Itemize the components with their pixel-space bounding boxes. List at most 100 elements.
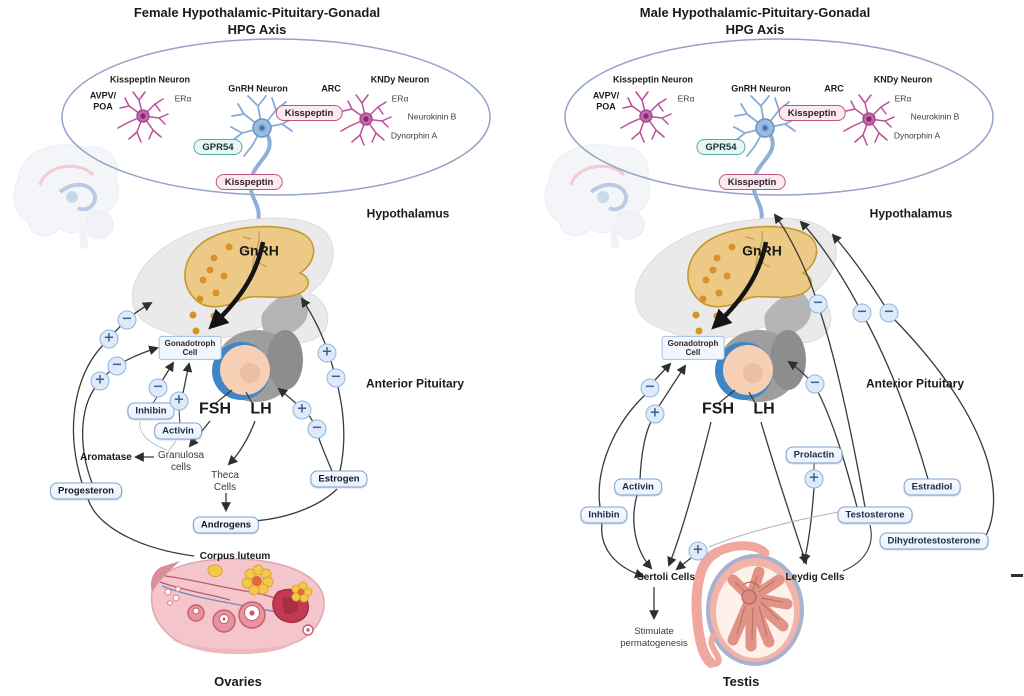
kisspeptin-output-pill: Kisspeptin (718, 174, 786, 190)
kisspeptin-neuron-label: Kisspeptin Neuron (109, 74, 191, 85)
gonadotroph-line1: Gonadotroph (164, 338, 216, 348)
gonadotroph-line1: Gonadotroph (667, 338, 719, 348)
minus-sign: − (640, 378, 660, 398)
gnrh-neuron-label: GnRH Neuron (731, 83, 791, 94)
hypothalamus-pituitary-art (131, 217, 334, 402)
kisspeptin-pill: Kisspeptin (778, 105, 846, 121)
gpr54-pill: GPR54 (696, 139, 746, 155)
female-arrows (72, 241, 345, 557)
kisspeptin-output-pill: Kisspeptin (215, 174, 283, 190)
testis-label: Testis (722, 674, 760, 690)
plus-sign: + (317, 343, 337, 363)
brain-icon (13, 144, 120, 250)
gonadotroph-line2: Cell (182, 348, 198, 357)
dynorphin-a-label: Dynorphin A (893, 130, 941, 141)
plus-sign: + (169, 391, 189, 411)
activin-tag: Activin (614, 478, 662, 496)
arc-label: ARC (824, 83, 844, 94)
anterior-pituitary-label: Anterior Pituitary (865, 376, 965, 391)
estrogen-tag: Estrogen (310, 470, 368, 488)
gonadotroph-cell-box: Gonadotroph Cell (158, 335, 222, 361)
hypothalamus-ellipse (61, 38, 491, 196)
panel-male: Male Hypothalamic-Pituitary-Gonadal HPG … (503, 0, 1024, 696)
fsh-label: FSH (199, 400, 231, 418)
hypothalamus-ellipse (564, 38, 994, 196)
theca-label-line2: Cells (213, 481, 237, 493)
inhibin-tag: Inhibin (127, 402, 175, 420)
progesteron-tag: Progesteron (50, 482, 122, 500)
plus-sign: + (99, 329, 119, 349)
minus-sign: − (107, 356, 127, 376)
arc-label: ARC (321, 83, 341, 94)
hypothalamus-label: Hypothalamus (366, 206, 450, 221)
fsh-label: FSH (702, 400, 734, 418)
ovary-illustration (150, 558, 325, 655)
kisspeptin-neuron-icon (117, 91, 169, 143)
panel-title-line2: HPG Axis (725, 22, 785, 38)
female-art (13, 38, 491, 655)
anterior-pituitary-label: Anterior Pituitary (365, 376, 465, 391)
hypothalamus-label: Hypothalamus (869, 206, 953, 221)
poa-label: POA (596, 101, 616, 112)
dihydrotestosterone-tag: Dihydrotestosterone (879, 532, 989, 550)
er-alpha-left-label: ERα (174, 93, 192, 104)
ovaries-label: Ovaries (214, 674, 262, 690)
kisspeptin-pill: Kisspeptin (275, 105, 343, 121)
minus-sign: − (879, 303, 899, 323)
activin-tag: Activin (154, 422, 202, 440)
gpr54-pill: GPR54 (193, 139, 243, 155)
lh-label: LH (753, 400, 775, 418)
brain-icon (544, 144, 651, 250)
er-alpha-left-label: ERα (677, 93, 695, 104)
kndy-neuron-label: KNDy Neuron (370, 74, 430, 85)
granulosa-label-line1: Granulosa (157, 449, 205, 461)
gnrh-label: GnRH (239, 242, 279, 259)
avpv-label: AVPV/ (89, 90, 117, 101)
theca-label-line1: Theca (211, 469, 239, 481)
panel-title-line1: Female Hypothalamic-Pituitary-Gonadal (133, 5, 381, 21)
testis-illustration (691, 541, 804, 668)
neurokinin-b-label: Neurokinin B (910, 111, 960, 122)
minus-sign: − (307, 419, 327, 439)
lh-label: LH (250, 400, 272, 418)
gnrh-label: GnRH (742, 242, 782, 259)
minus-sign: − (117, 310, 137, 330)
kndy-neuron-icon (340, 94, 392, 146)
inhibin-tag: Inhibin (580, 506, 628, 524)
estradiol-tag: Estradiol (903, 478, 961, 496)
leydig-cells-label: Leydig Cells (785, 571, 845, 583)
androgens-tag: Androgens (192, 516, 260, 534)
gnrh-granules (692, 243, 736, 335)
corpus-luteum-icon (207, 564, 313, 603)
minus-sign: − (148, 378, 168, 398)
granulosa-label-line2: cells (170, 461, 192, 473)
poa-label: POA (93, 101, 113, 112)
prolactin-tag: Prolactin (785, 446, 843, 464)
aromatase-label: Aromatase (80, 451, 132, 463)
kisspeptin-neuron-icon (620, 91, 672, 143)
kndy-neuron-label: KNDy Neuron (873, 74, 933, 85)
minus-sign: − (326, 368, 346, 388)
minus-sign: − (852, 303, 872, 323)
panel-title-line1: Male Hypothalamic-Pituitary-Gonadal (639, 5, 871, 21)
kisspeptin-neuron-label: Kisspeptin Neuron (612, 74, 694, 85)
stimulate-label-line1: Stimulate (634, 626, 674, 638)
plus-sign: + (688, 541, 708, 561)
er-alpha-right-label: ERα (391, 93, 409, 104)
panel-title-line2: HPG Axis (227, 22, 287, 38)
minus-sign: − (808, 294, 828, 314)
dynorphin-a-label: Dynorphin A (390, 130, 438, 141)
kndy-neuron-icon (843, 94, 895, 146)
gnrh-neuron-label: GnRH Neuron (228, 83, 288, 94)
hypothalamus-pituitary-art (634, 217, 837, 402)
sertoli-cells-label: Sertoli Cells (637, 571, 695, 583)
er-alpha-right-label: ERα (894, 93, 912, 104)
stimulate-label-line2: permatogenesis (620, 638, 688, 650)
gonadotroph-line2: Cell (685, 348, 701, 357)
corpus-luteum-label: Corpus luteum (199, 550, 271, 562)
plus-sign: + (90, 371, 110, 391)
panel-female: Female Hypothalamic-Pituitary-Gonadal HP… (0, 0, 503, 696)
edge-dash (1011, 574, 1023, 577)
gonadotroph-cell-box: Gonadotroph Cell (661, 335, 725, 361)
